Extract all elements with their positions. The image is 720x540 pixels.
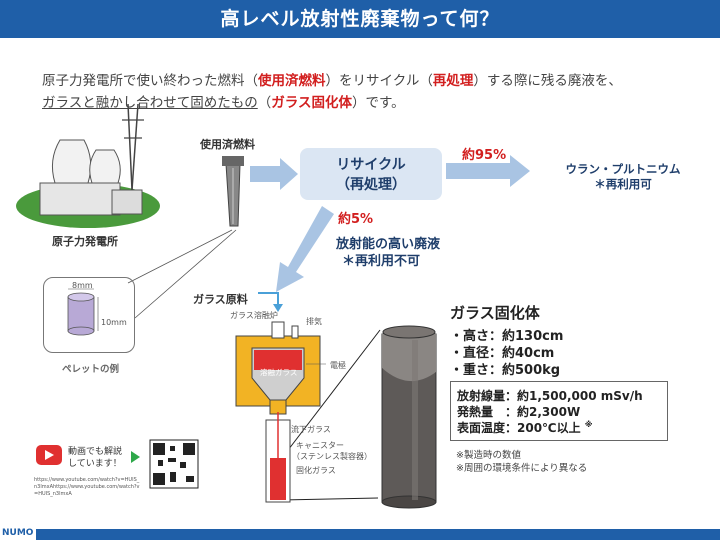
video-line1: 動画でも解説: [68, 447, 123, 457]
intro-part: ）をリサイクル（: [325, 73, 433, 89]
canister-label-2: （ステンレス製容器）: [292, 452, 372, 461]
solid-glass-label: 固化ガラス: [296, 466, 336, 475]
pct-5: 約5%: [338, 212, 374, 227]
pellet-drawing: [67, 288, 99, 336]
intro-vitrified: ガラス固化体: [271, 95, 352, 111]
plant-illustration: [16, 103, 160, 228]
intro-part: ）です。: [351, 95, 405, 111]
spec-heat: 発熱量 ：約2,300W: [457, 405, 581, 419]
flow-label: 流下ガラス: [291, 425, 331, 434]
plant-label: 原子力発電所: [52, 235, 118, 248]
arrow-to-recycle: [250, 158, 298, 190]
glass-feed-line: [258, 292, 279, 307]
video-urls[interactable]: https://www.youtube.com/watch?v=HUIS_ n3…: [34, 477, 144, 498]
waste-line2: ＊再利用不可: [342, 254, 421, 269]
glass-material-label: ガラス原料: [193, 293, 248, 306]
page-title: 高レベル放射性廃棄物って何？: [220, 8, 500, 30]
melter-illustration: [235, 321, 326, 503]
spec-temp: 表面温度：200℃以上 ※: [457, 419, 593, 436]
fuel-assembly: [222, 156, 244, 227]
numo-logo: NUMO: [0, 526, 36, 540]
arrow-to-uranium: [446, 155, 530, 187]
molten-label: 溶融ガラス: [260, 368, 298, 377]
spec-diameter: ・直径：約40cm: [450, 346, 555, 361]
waste-line1: 放射能の高い廃液: [336, 237, 441, 252]
arrow-to-waste: [276, 206, 334, 292]
footer-bar: [0, 529, 720, 540]
recycle-line2: （再処理）: [336, 177, 406, 193]
video-text: 動画でも解説 しています！: [68, 446, 122, 470]
spec-temp-value: 表面温度：200℃以上: [457, 421, 581, 435]
recycle-line1: リサイクル: [336, 157, 406, 173]
intro-part: （: [257, 95, 272, 111]
title-bar: [0, 0, 720, 38]
spec-dose: 放射線量：約1,500,000 mSv/h: [457, 389, 643, 403]
recycle-text: リサイクル （再処理）: [300, 155, 442, 195]
pct-95: 約95%: [462, 148, 507, 163]
intro-part: 原子力発電所で使い終わった燃料（: [42, 73, 258, 89]
intro-reprocess: 再処理: [432, 73, 474, 89]
glass-body-heading: ガラス固化体: [450, 304, 540, 322]
uranium-label: ウラン・プルトニウム ＊再利用可: [548, 162, 698, 192]
note-1: ※製造時の数値: [456, 450, 521, 461]
spec-box: [450, 381, 668, 441]
canister-label-1: キャニスター: [296, 441, 344, 450]
video-url-1[interactable]: https://www.youtube.com/watch?v=HUIS_: [34, 477, 140, 483]
electrode-label: 電極: [330, 361, 346, 370]
intro-underlined: ガラスと融かし合わせて固めたもの: [42, 95, 258, 111]
pellet-caption: ペレットの例: [62, 364, 120, 375]
exhaust-label: 排気: [306, 317, 322, 326]
pellet-frame: [43, 277, 135, 353]
pellet-dim-side: 10mm: [101, 318, 127, 327]
waste-label: 放射能の高い廃液 ＊再利用不可: [336, 236, 440, 270]
spec-height: ・高さ：約130cm: [450, 329, 564, 344]
spec-weight: ・重さ：約500kg: [450, 363, 561, 378]
youtube-icon[interactable]: [36, 445, 62, 465]
pellet-dim-top: 8mm: [72, 281, 93, 290]
spec-temp-mark: ※: [584, 420, 593, 429]
qr-code[interactable]: [149, 439, 199, 489]
intro-text: 原子力発電所で使い終わった燃料（使用済燃料）をリサイクル（再処理）する際に残る廃…: [42, 70, 702, 114]
canister-illustration: [381, 325, 437, 509]
note-2: ※周囲の環境条件により異なる: [456, 463, 588, 474]
furnace-label: ガラス溶融炉: [230, 311, 278, 320]
intro-part: ）する際に残る廃液を、: [473, 73, 622, 89]
video-url-2[interactable]: n3lmxAhttps://www.youtube.com/watch?v: [34, 484, 140, 490]
play-arrow-icon: [131, 451, 140, 463]
spent-fuel-label: 使用済燃料: [200, 138, 255, 151]
intro-spent-fuel: 使用済燃料: [258, 73, 326, 89]
recycle-box: [300, 148, 442, 200]
video-url-3[interactable]: =HUIS_n3lmxA: [34, 491, 72, 497]
video-line2: しています！: [68, 459, 122, 469]
uranium-line2: ＊再利用可: [594, 177, 652, 191]
uranium-line1: ウラン・プルトニウム: [565, 162, 681, 176]
